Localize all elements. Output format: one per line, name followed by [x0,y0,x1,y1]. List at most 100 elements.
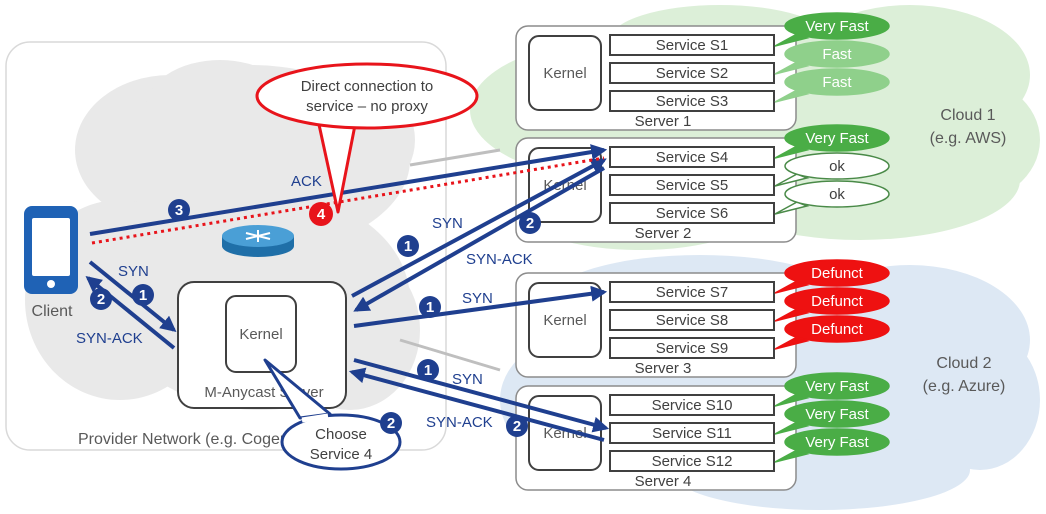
service-label: Service S8 [656,312,729,329]
label-server4-syn: SYN [452,371,483,388]
status-bubble [784,124,890,152]
server-kernel-box [528,395,602,471]
step-badge [417,359,439,381]
choose-callout-line1: Choose [315,426,367,443]
step-number: 1 [139,287,147,304]
status-bubble [784,287,890,315]
status-label: Defunct [811,265,864,282]
label-server2-synack: SYN-ACK [466,251,533,268]
status-label: Very Fast [805,18,869,35]
service-label: Service S3 [656,93,729,110]
status-bubble [784,315,890,343]
step-number: 2 [97,291,105,308]
step-number: 1 [424,362,432,379]
step-badge [506,415,528,437]
service-box [609,90,775,112]
step-badge [380,412,402,434]
arrow-server4-syn [353,358,610,433]
status-label: Defunct [811,293,864,310]
step-badge [132,284,154,306]
status-bubble [784,12,890,40]
label-server2-syn: SYN [432,215,463,232]
provider-network-label: Provider Network (e.g. Cogent) [78,431,299,448]
status-bubble [784,428,890,456]
step-badge [168,199,190,221]
label-ack: ACK [291,173,322,190]
status-bubble [784,68,890,96]
server-label: Server 4 [635,473,692,490]
direct-connection-line [91,156,605,245]
arrow-client-syn [88,260,177,333]
step-badge [419,296,441,318]
step-number: 1 [426,299,434,316]
label-client-syn: SYN [118,263,149,280]
step-number: 2 [387,415,395,432]
status-bubble [784,152,890,180]
service-box [609,146,775,168]
server-kernel-box [528,35,602,111]
step-badge [309,202,333,226]
status-label: Very Fast [805,406,869,423]
step-badge [397,235,419,257]
arrow-server4-synack [348,367,605,442]
service-label: Service S9 [656,340,729,357]
step-number: 1 [404,238,412,255]
step-number: 2 [526,215,534,232]
service-box [609,174,775,196]
direct-callout-line1: Direct connection to [301,78,434,95]
status-bubble [784,180,890,208]
status-label: Very Fast [805,130,869,147]
service-box [609,422,775,444]
client-label: Client [32,303,73,320]
cloud-2-name: Cloud 2 [936,355,991,372]
status-bubble [784,259,890,287]
server-kernel-label: Kernel [543,177,586,194]
cloud-1-sub: (e.g. AWS) [930,130,1007,147]
service-label: Service S5 [656,177,729,194]
service-label: Service S11 [652,425,732,442]
status-bubble [784,400,890,428]
choose-callout-line2: Service 4 [310,446,373,463]
service-label: Service S7 [656,284,729,301]
step-badge [519,212,541,234]
service-box [609,450,775,472]
status-bubble [784,40,890,68]
direct-callout [255,62,479,130]
service-box [609,309,775,331]
service-label: Service S10 [652,397,733,414]
service-label: Service S4 [656,149,729,166]
server-label: Server 1 [635,113,692,130]
status-label: Very Fast [805,378,869,395]
link-line [409,148,501,167]
server-kernel-box [528,147,602,223]
link-line [399,338,501,372]
service-label: Service S2 [656,65,729,82]
status-label: Defunct [811,321,864,338]
service-box [609,202,775,224]
server-label: Server 2 [635,225,692,242]
status-label: Fast [822,74,852,91]
arrow-server3-syn [353,285,608,328]
step-number: 4 [317,206,326,223]
direct-callout-line2: service – no proxy [306,98,428,115]
cloud-1-name: Cloud 1 [940,107,995,124]
anycast-kernel-box [225,295,297,373]
step-number: 2 [513,418,521,435]
status-bubble [784,372,890,400]
server-label: Server 3 [635,360,692,377]
service-label: Service S1 [656,37,729,54]
step-number: 3 [175,202,183,219]
service-box [609,337,775,359]
arrow-server2-synack [353,166,605,312]
service-box [609,281,775,303]
server-kernel-label: Kernel [543,65,586,82]
step-badge [90,288,112,310]
service-label: Service S12 [652,453,733,470]
service-box [609,34,775,56]
server-kernel-label: Kernel [543,425,586,442]
anycast-kernel-label: Kernel [239,326,282,343]
status-label: ok [829,186,845,203]
status-label: ok [829,158,845,175]
service-label: Service S6 [656,205,729,222]
